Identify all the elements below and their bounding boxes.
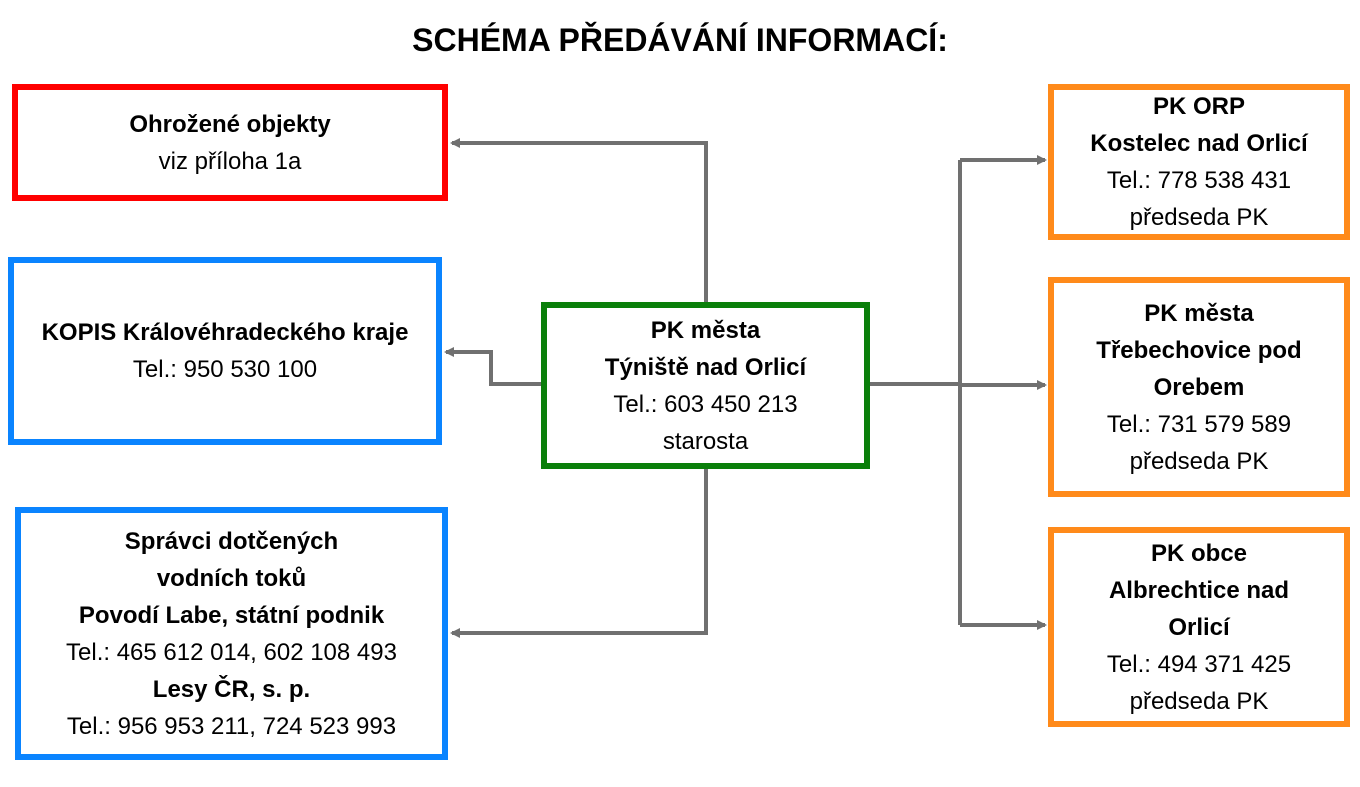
center-box: PK města Týniště nad Orlicí Tel.: 603 45… — [541, 302, 870, 469]
box-heading: Ohrožené objekty — [129, 110, 331, 138]
box-heading: KOPIS Královéhradeckého kraje — [41, 319, 409, 346]
box-role: starosta — [662, 427, 749, 455]
box-org-name: Lesy ČR, s. p. — [152, 675, 311, 703]
arrow-to-kopis — [444, 347, 544, 386]
orp-box: PK ORP Kostelec nad Orlicí Tel.: 778 538… — [1048, 84, 1350, 240]
box-heading: PK města — [650, 316, 761, 344]
box-phone: Tel.: 731 579 589 — [1106, 410, 1292, 438]
arrow-to-water-managers — [450, 466, 708, 638]
box-phone: Tel.: 950 530 100 — [132, 356, 318, 383]
box-text: viz příloha 1a — [158, 147, 302, 175]
water-managers-box: Správci dotčených vodních toků Povodí La… — [15, 507, 448, 760]
box-heading: PK ORP — [1152, 93, 1245, 120]
trebechovice-box: PK města Třebechovice pod Orebem Tel.: 7… — [1048, 277, 1350, 497]
box-heading: Albrechtice nad — [1108, 576, 1290, 604]
box-heading: Týniště nad Orlicí — [604, 353, 807, 381]
box-heading: Orlicí — [1168, 613, 1230, 641]
box-role: předseda PK — [1129, 447, 1269, 475]
box-heading: PK města — [1144, 299, 1254, 327]
box-heading: Orebem — [1153, 373, 1245, 401]
box-role: předseda PK — [1129, 687, 1269, 715]
box-phone: Tel.: 778 538 431 — [1106, 167, 1292, 194]
arrow-to-threatened-objects — [450, 138, 708, 304]
box-phone: Tel.: 956 953 211, 724 523 993 — [66, 712, 397, 740]
box-phone: Tel.: 494 371 425 — [1106, 650, 1292, 678]
box-heading: PK obce — [1150, 539, 1248, 567]
kopis-box: KOPIS Královéhradeckého kraje Tel.: 950 … — [8, 257, 442, 445]
box-phone: Tel.: 603 450 213 — [613, 390, 798, 418]
box-role: předseda PK — [1129, 204, 1269, 231]
threatened-objects-box: Ohrožené objekty viz příloha 1a — [12, 84, 448, 201]
box-heading: Správci dotčených — [124, 527, 339, 555]
box-heading: Třebechovice pod — [1096, 336, 1302, 364]
box-heading: vodních toků — [156, 564, 307, 592]
box-phone: Tel.: 465 612 014, 602 108 493 — [66, 638, 397, 666]
albrechtice-box: PK obce Albrechtice nad Orlicí Tel.: 494… — [1048, 527, 1350, 727]
box-org-name: Povodí Labe, státní podnik — [78, 601, 385, 629]
diagram-title: SCHÉMA PŘEDÁVÁNÍ INFORMACÍ: — [412, 22, 948, 58]
box-heading: Kostelec nad Orlicí — [1090, 130, 1308, 157]
